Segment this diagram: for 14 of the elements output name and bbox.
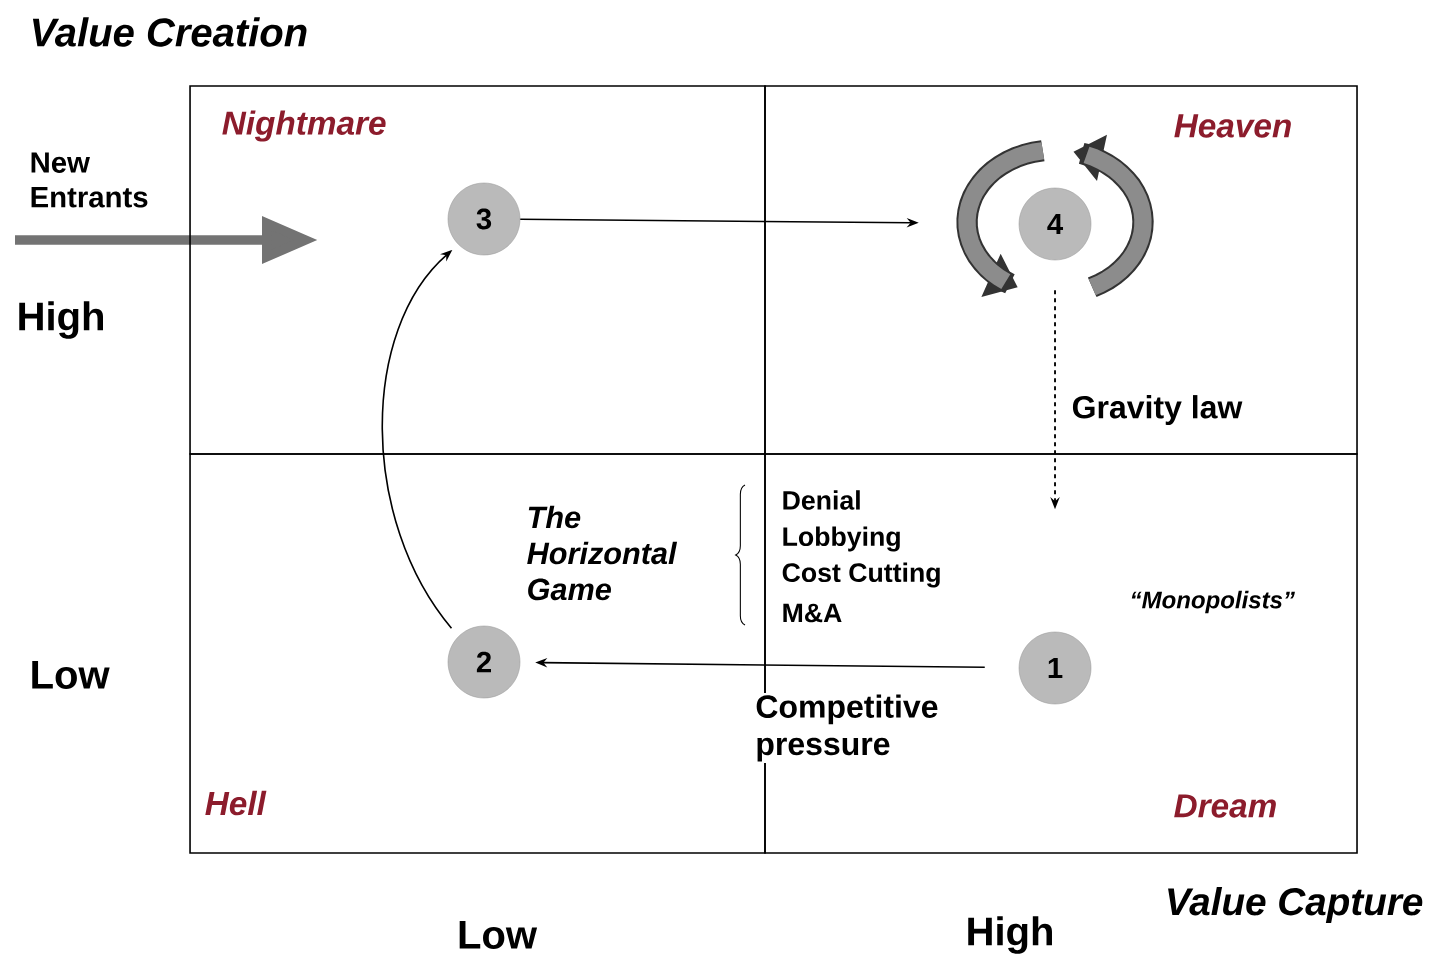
axis-label: Low [32, 661, 110, 689]
axis-label: Low [459, 921, 538, 949]
axis-label: Denial [783, 490, 860, 510]
axis-label: Cost Cutting [782, 562, 940, 588]
axis-label: Value Capture [1168, 887, 1423, 924]
axis-label: “Monopolists” [1131, 590, 1295, 614]
axis-label: Lobbying [783, 526, 900, 552]
axis-label: The Horizontal Game [527, 505, 678, 601]
edge-label: Gravity law [1072, 395, 1243, 425]
axis-label: High [19, 301, 103, 339]
axis-label: High [968, 916, 1052, 954]
axis-label: M&A [783, 603, 842, 623]
axis-label: New Entrants [31, 152, 148, 208]
axis-label: Value Creation [32, 17, 307, 47]
